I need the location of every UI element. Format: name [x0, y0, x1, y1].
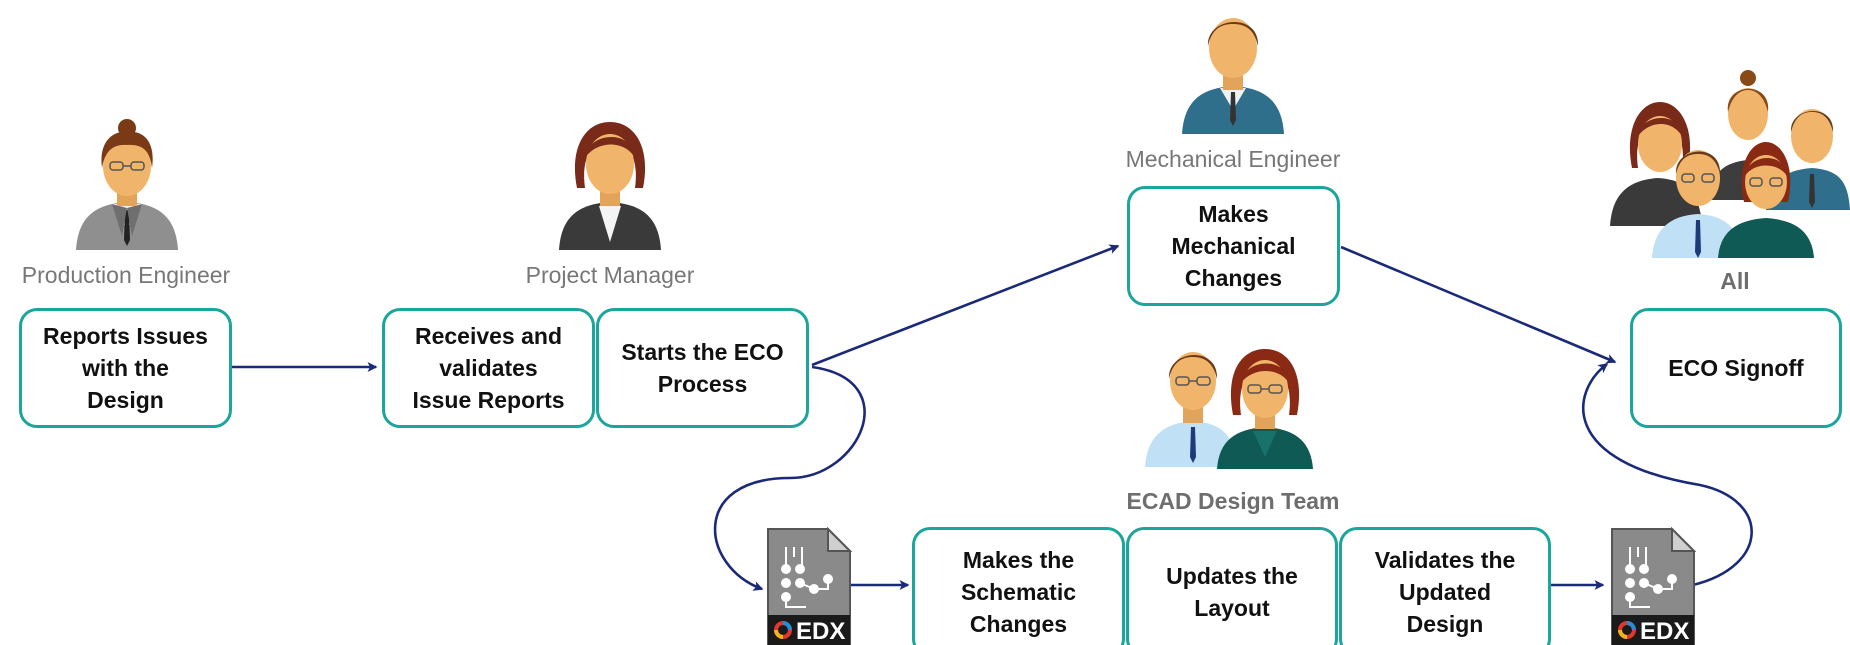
edx-document-icon: EDX	[767, 527, 852, 645]
all-group-avatar	[1610, 70, 1850, 258]
role-mechanical-engineer: Mechanical Engineer	[1125, 146, 1341, 172]
edx-document-icon: EDX	[1611, 527, 1696, 645]
mechanical-engineer-avatar	[1182, 18, 1284, 134]
step-makes-mechanical-label: Makes Mechanical Changes	[1171, 201, 1296, 291]
arrow-eco-to-mechanical	[811, 244, 1120, 367]
project-manager-avatar	[559, 122, 661, 250]
step-reports-issues: Reports Issues with the Design	[19, 308, 232, 428]
arrow-edx-to-signoff	[1582, 362, 1753, 587]
step-validates-updated-label: Validates the Updated Design	[1374, 547, 1516, 637]
role-project-manager: Project Manager	[525, 262, 695, 288]
arrow-mechanical-to-signoff	[1340, 245, 1617, 364]
step-updates-layout-label: Updates the Layout	[1166, 563, 1298, 621]
step-updates-layout: Updates the Layout	[1126, 527, 1338, 645]
arrow-eco-to-edx	[713, 365, 866, 591]
step-receives-validates: Receives and validates Issue Reports	[382, 308, 595, 428]
production-engineer-avatar	[76, 119, 178, 250]
step-eco-signoff: ECO Signoff	[1630, 308, 1842, 428]
step-receives-validates-label: Receives and validates Issue Reports	[412, 323, 565, 413]
step-makes-schematic: Makes the Schematic Changes	[912, 527, 1125, 645]
step-validates-updated: Validates the Updated Design	[1339, 527, 1551, 645]
step-eco-signoff-label: ECO Signoff	[1668, 355, 1804, 381]
step-starts-eco-label: Starts the ECO Process	[621, 339, 784, 397]
edx-label: EDX	[796, 618, 845, 645]
edx-label: EDX	[1640, 618, 1689, 645]
step-reports-issues-label: Reports Issues with the Design	[43, 323, 208, 413]
role-all: All	[1720, 268, 1750, 294]
step-makes-mechanical: Makes Mechanical Changes	[1127, 186, 1340, 306]
step-starts-eco: Starts the ECO Process	[596, 308, 809, 428]
role-ecad-design-team: ECAD Design Team	[1126, 488, 1340, 514]
ecad-design-team-avatar	[1145, 349, 1313, 469]
role-production-engineer: Production Engineer	[21, 262, 231, 288]
step-makes-schematic-label: Makes the Schematic Changes	[960, 547, 1077, 637]
